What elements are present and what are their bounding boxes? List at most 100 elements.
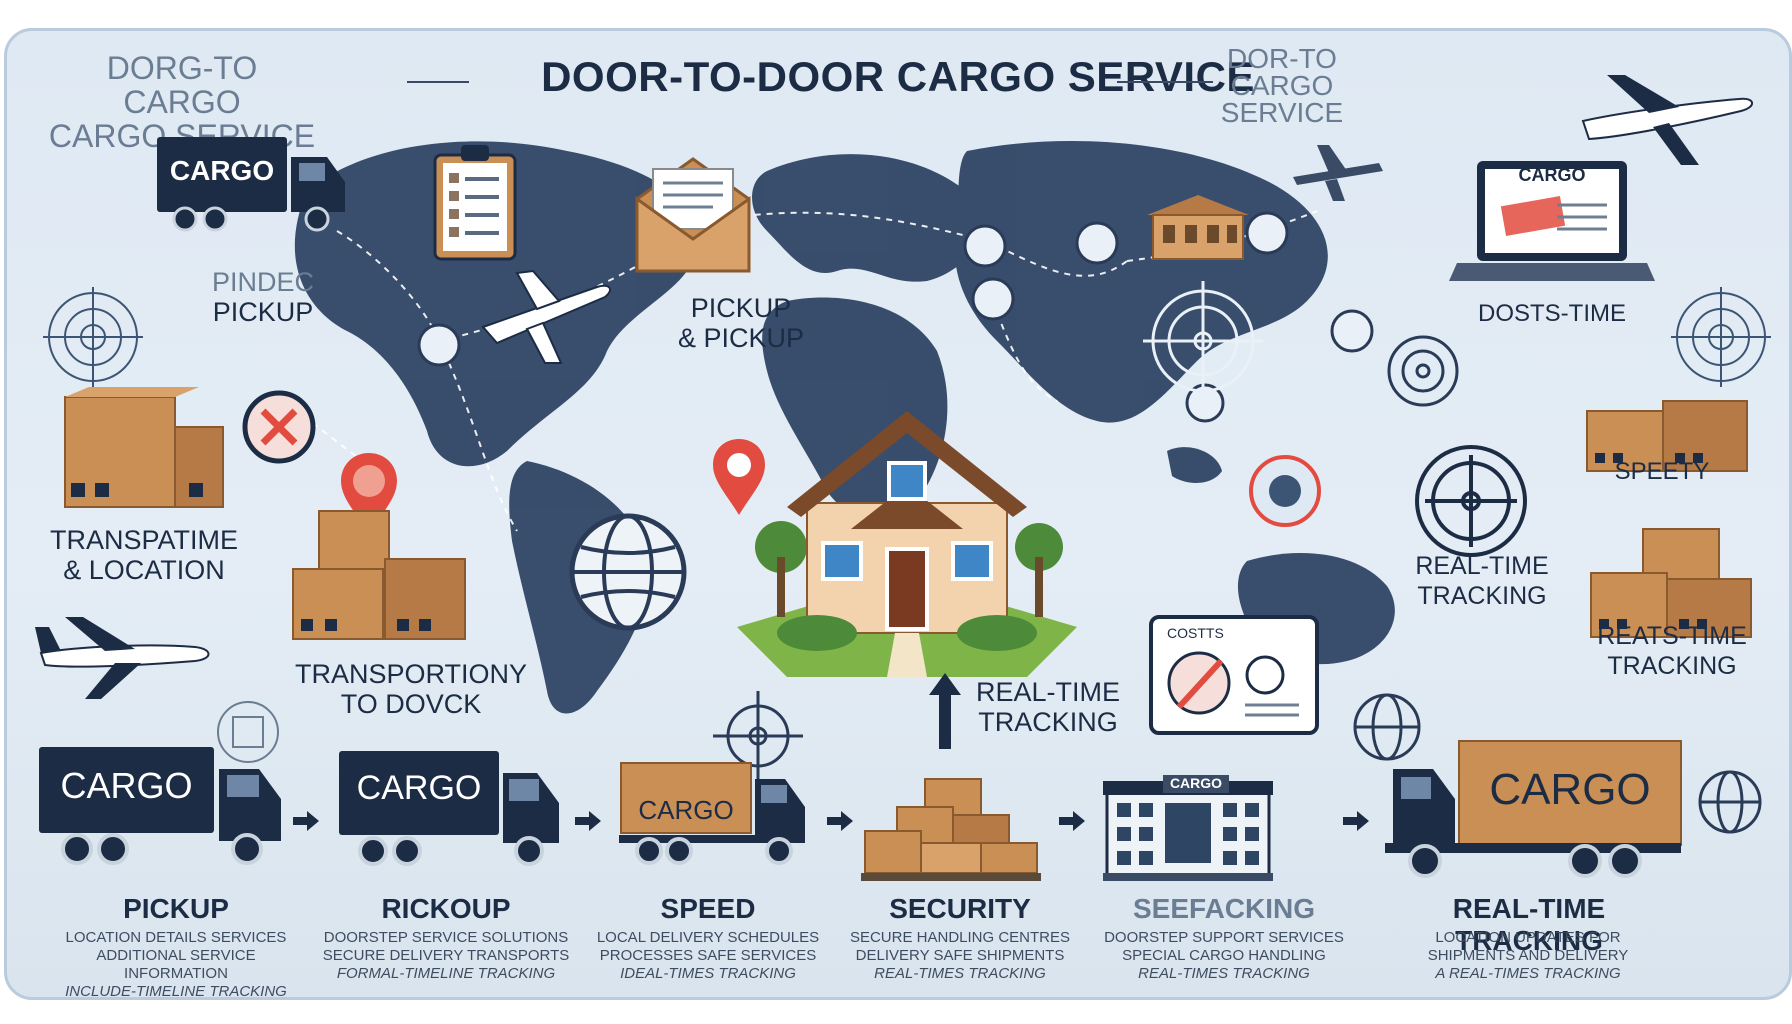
label-transpatime-line-1: TRANSPATIME	[49, 525, 238, 555]
step-desc-line: PROCESSES SAFE SERVICES	[599, 947, 817, 964]
step-title: SEEFACKING	[1132, 893, 1316, 924]
label-pickup-left-ghost: PINDEC	[211, 267, 314, 297]
step-description: DOORSTEP SERVICE SOLUTIONS SECURE DELIVE…	[321, 929, 571, 983]
truck-cargo-label: CARGO	[169, 155, 275, 186]
globe-icon	[1698, 770, 1762, 834]
label-transportion-line-2: TO DOVCK	[340, 689, 482, 719]
infographic-card: DOOR-TO-DOOR CARGO SERVICE DORG-TO CARGO…	[4, 28, 1792, 1000]
box-icon	[64, 387, 224, 508]
warehouse-cargo-label: CARGO	[1169, 775, 1223, 791]
step-description: LOCATION UPDATES FOR SHIPMENTS AND DELIV…	[1403, 929, 1653, 983]
label-realtime-center-line-1: REAL-TIME	[975, 677, 1121, 707]
arrow-up-icon	[929, 673, 961, 749]
step-title: RICKOUP	[381, 893, 511, 924]
cancel-icon	[242, 390, 316, 464]
route-marker-icon	[417, 323, 461, 367]
building-icon	[1147, 195, 1249, 260]
arrow-right-icon	[1059, 811, 1085, 831]
step-title: REAL-TIME TRACKING	[1452, 893, 1606, 956]
corner-right-line-2: CARGO	[1230, 70, 1334, 101]
arrow-right-icon	[827, 811, 853, 831]
step-desc-line: SECURE DELIVERY TRANSPORTS	[322, 947, 570, 964]
target-icon	[1671, 287, 1771, 387]
page-title: DOOR-TO-DOOR CARGO SERVICE	[541, 53, 1255, 100]
step-desc-line: LOCATION UPDATES FOR	[1435, 929, 1621, 946]
box-icon	[1590, 528, 1752, 638]
airplane-icon	[1293, 145, 1383, 201]
step-desc-line: IDEAL-TIMES TRACKING	[620, 965, 796, 982]
truck-cargo-label: CARGO	[356, 769, 482, 807]
step-description: LOCATION DETAILS SERVICES ADDITIONAL SER…	[51, 929, 301, 1000]
laptop-cargo-label: CARGO	[1518, 165, 1586, 185]
truck-cargo-label: CARGO	[1489, 765, 1651, 814]
airplane-icon	[1581, 75, 1753, 165]
truck-icon	[619, 762, 805, 865]
clipboard-icon	[433, 145, 517, 261]
truck-icon	[1385, 740, 1682, 878]
label-reats-time-line-2: TRACKING	[1607, 652, 1737, 680]
target-icon	[713, 691, 803, 781]
arrow-right-icon	[575, 811, 601, 831]
route-marker-icon	[1330, 309, 1374, 353]
corner-right-line-1: DOR-TO	[1227, 43, 1337, 74]
route-marker-icon	[963, 224, 1007, 268]
target-icon	[1143, 281, 1263, 401]
label-dosts-time: DOSTS-TIME	[1478, 300, 1626, 327]
box-icon	[1586, 400, 1748, 472]
house-icon	[737, 411, 1077, 677]
label-transpatime-line-2: & LOCATION	[63, 555, 225, 585]
title-rule-right	[1117, 81, 1213, 83]
arrow-right-icon	[1343, 811, 1369, 831]
step-desc-line: LOCATION DETAILS SERVICES	[65, 929, 287, 946]
label-pickup-center-line-1: PICKUP	[690, 293, 792, 323]
label-pickup-center-line-2: & PICKUP	[677, 323, 805, 353]
target-icon	[43, 287, 143, 387]
corner-title-right: DOR-TO CARGO SERVICE	[1212, 43, 1352, 128]
globe-icon	[1353, 693, 1421, 761]
step-desc-line: FORMAL-TIMELINE TRACKING	[336, 965, 556, 982]
target-icon	[1415, 445, 1527, 557]
label-transportion: TRANSPORTIONY TO DOVCK	[291, 659, 531, 719]
step-desc-line: SECURE HANDLING CENTRES	[849, 929, 1071, 946]
arrow-right-icon	[293, 811, 319, 831]
step-desc-line: ADDITIONAL SERVICE INFORMATION	[96, 947, 256, 982]
corner-right-line-3: SERVICE	[1220, 97, 1344, 128]
label-pickup-left: PINDEC PICKUP	[183, 267, 343, 327]
route-marker-icon	[1245, 211, 1289, 255]
label-realtime-right-line-1: REAL-TIME	[1415, 552, 1549, 580]
truck-cargo-label: CARGO	[60, 765, 193, 806]
airplane-icon	[481, 269, 612, 364]
step-title: SECURITY	[889, 893, 1031, 924]
step-desc-line: A REAL-TIMES TRACKING	[1435, 965, 1621, 982]
label-realtime-center: REAL-TIME TRACKING	[973, 677, 1123, 737]
map-pin-icon	[341, 453, 397, 535]
step-desc-line: DELIVERY SAFE SHIPMENTS	[855, 947, 1065, 964]
step-description: SECURE HANDLING CENTRES DELIVERY SAFE SH…	[835, 929, 1085, 983]
warehouse-icon	[1103, 775, 1273, 881]
envelope-icon	[635, 157, 751, 273]
map-pin-icon	[713, 439, 765, 515]
label-realtime-right: REAL-TIME TRACKING	[1387, 551, 1577, 611]
step-desc-line: DOORSTEP SUPPORT SERVICES	[1104, 929, 1344, 946]
step-desc-line: REAL-TIMES TRACKING	[874, 965, 1046, 982]
target-icon	[1387, 335, 1459, 407]
step-desc-line: REAL-TIMES TRACKING	[1138, 965, 1310, 982]
label-transportion-line-1: TRANSPORTIONY	[294, 659, 528, 689]
step-desc-line: LOCAL DELIVERY SCHEDULES	[596, 929, 820, 946]
globe-icon	[569, 513, 687, 631]
label-pickup-center: PICKUP & PICKUP	[661, 293, 821, 353]
step-desc-line: INCLUDE-TIMELINE TRACKING	[65, 983, 287, 1000]
step-title: SPEED	[660, 893, 756, 924]
label-speety: SPEETY	[1614, 458, 1710, 485]
laptop-icon	[1449, 161, 1655, 281]
corner-left-line-1: DORG-TO CARGO	[106, 50, 258, 120]
label-transpatime: TRANSPATIME & LOCATION	[49, 525, 239, 585]
truck-icon	[157, 137, 345, 232]
costs-card-label: COSTTS	[1167, 625, 1224, 641]
label-reats-time-line-1: REATS-TIME	[1597, 622, 1747, 650]
target-icon	[217, 701, 279, 763]
step-desc-line: SPECIAL CARGO HANDLING	[1122, 947, 1326, 964]
step-desc-line: DOORSTEP SERVICE SOLUTIONS	[323, 929, 569, 946]
truck-icon	[339, 751, 559, 866]
step-description: DOORSTEP SUPPORT SERVICES SPECIAL CARGO …	[1099, 929, 1349, 983]
